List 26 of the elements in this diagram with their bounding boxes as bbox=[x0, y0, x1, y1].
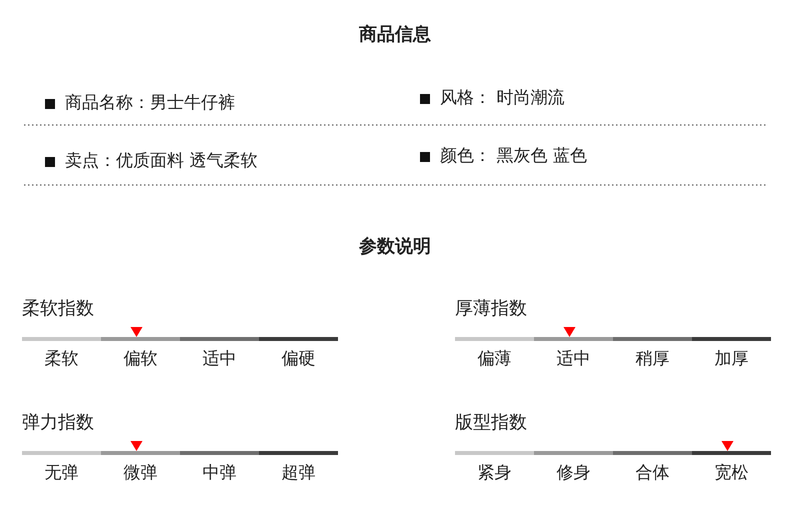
section-heading: 商品信息 bbox=[358, 26, 432, 44]
scale-option: 稍厚 bbox=[613, 351, 692, 368]
scale-title: 厚薄指数 bbox=[455, 300, 527, 318]
scale-option: 宽松 bbox=[692, 465, 771, 482]
section-heading: 参数说明 bbox=[358, 238, 432, 256]
scale-option: 偏软 bbox=[101, 351, 180, 368]
scale-option: 加厚 bbox=[692, 351, 771, 368]
scale-option: 中弹 bbox=[180, 465, 259, 482]
info-text: 卖点：优质面料 透气柔软 bbox=[65, 153, 258, 170]
scale-option: 合体 bbox=[613, 465, 692, 482]
scale-option: 适中 bbox=[534, 351, 613, 368]
scale-option: 偏硬 bbox=[259, 351, 338, 368]
info-text: 商品名称：男士牛仔裤 bbox=[65, 95, 235, 112]
scale-option: 紧身 bbox=[455, 465, 534, 482]
scale-option: 修身 bbox=[534, 465, 613, 482]
info-text: 颜色： 黑灰色 蓝色 bbox=[440, 148, 587, 165]
scale-option: 超弹 bbox=[259, 465, 338, 482]
scale-option: 适中 bbox=[180, 351, 259, 368]
scale-option: 无弹 bbox=[22, 465, 101, 482]
scale-option: 微弹 bbox=[101, 465, 180, 482]
scale-option: 柔软 bbox=[22, 351, 101, 368]
info-text: 风格： 时尚潮流 bbox=[440, 90, 564, 107]
scale-title: 柔软指数 bbox=[22, 300, 94, 318]
scale-title: 版型指数 bbox=[455, 414, 527, 432]
scale-title: 弹力指数 bbox=[22, 414, 94, 432]
scale-option: 偏薄 bbox=[455, 351, 534, 368]
